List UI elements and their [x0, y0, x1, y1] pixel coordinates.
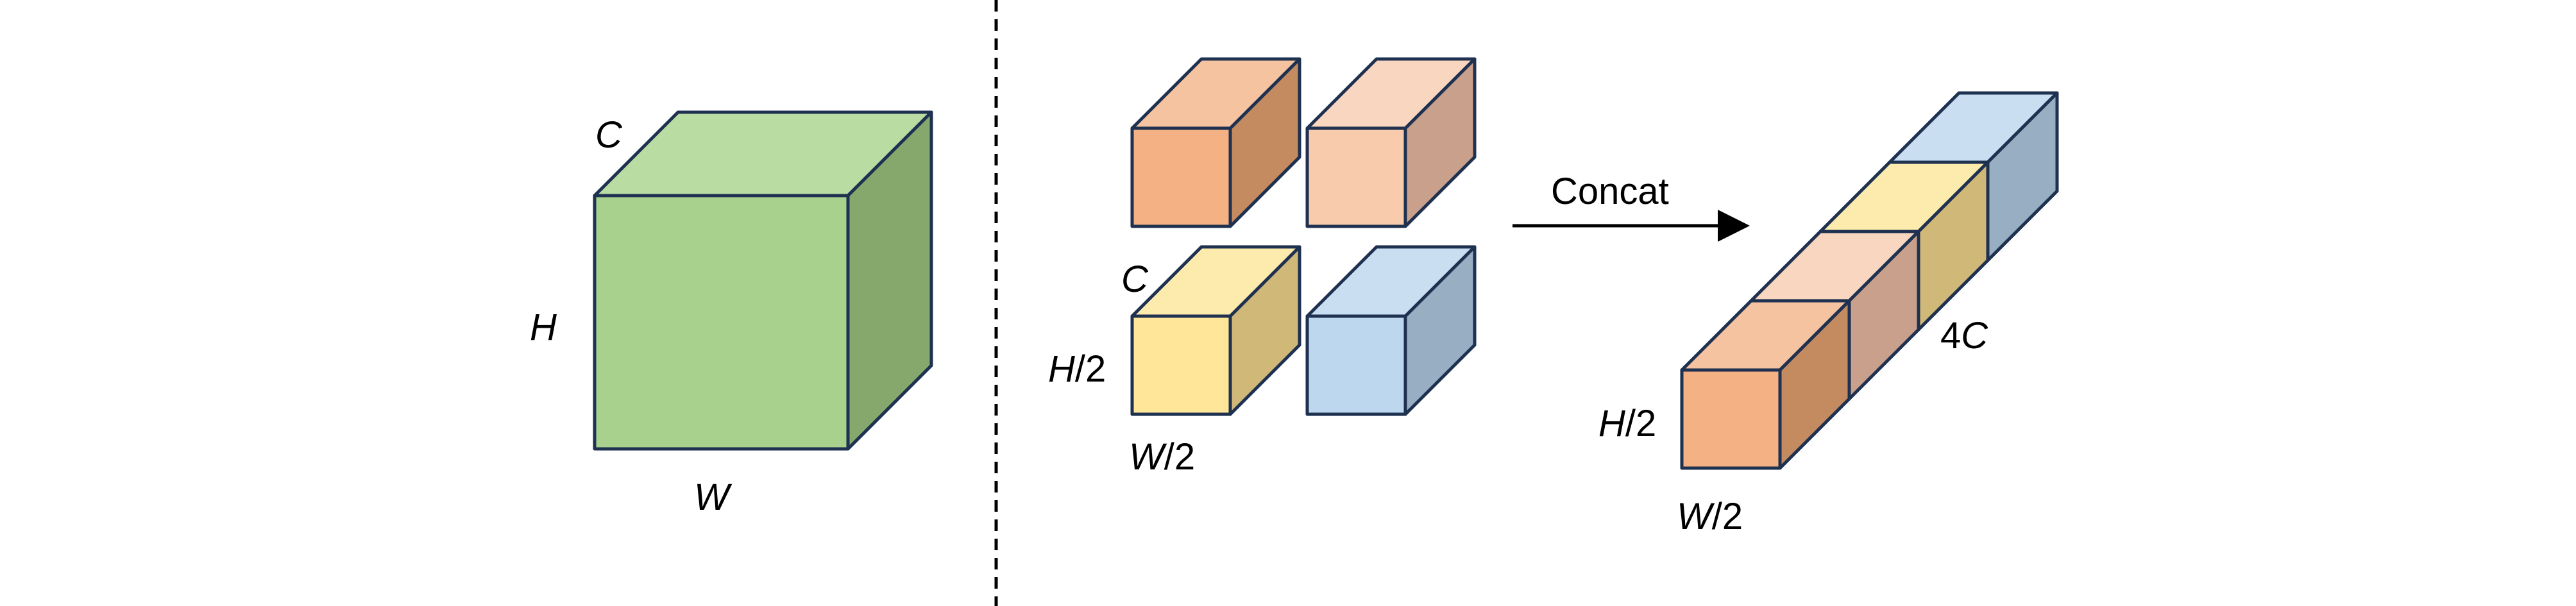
stack-width-label: W/2	[1677, 496, 1743, 537]
stack-height-suffix: /2	[1625, 403, 1656, 444]
stack-channel-var: C	[1961, 315, 1988, 357]
patch-front-face	[1305, 314, 1407, 416]
stack-height-label: H/2	[1598, 403, 1656, 444]
patch-height-var: H	[1048, 348, 1075, 390]
patch-height-suffix: /2	[1075, 348, 1106, 390]
patch-cube-bottom-right	[1305, 245, 1477, 416]
stack-front-face	[1680, 368, 1782, 470]
patch-cube-top-left	[1130, 57, 1301, 228]
patch-cube-top-right	[1305, 57, 1477, 228]
patch-width-var: W	[1129, 436, 1167, 478]
patch-width-label: W/2	[1129, 436, 1195, 478]
input-feature-cube	[593, 110, 933, 451]
patch-front-face	[1130, 126, 1232, 228]
patch-width-suffix: /2	[1164, 436, 1195, 478]
patch-channel-label: C	[1121, 258, 1149, 300]
stack-channel-factor: 4	[1940, 315, 1961, 357]
patch-front-face	[1130, 314, 1232, 416]
patch-front-face	[1305, 126, 1407, 228]
stack-width-suffix: /2	[1712, 496, 1743, 537]
height-label: H	[530, 307, 557, 348]
concat-label: Concat	[1551, 171, 1669, 212]
cube-front-face	[593, 194, 850, 451]
channel-label: C	[595, 114, 623, 156]
patch-height-label: H/2	[1048, 348, 1106, 390]
stack-channel-label: 4C	[1940, 315, 1988, 357]
stack-height-var: H	[1598, 403, 1625, 444]
width-label: W	[694, 476, 733, 518]
stack-width-var: W	[1677, 496, 1715, 537]
patch-cube-bottom-left	[1130, 245, 1301, 416]
stack-cube-orange	[1680, 299, 1851, 470]
